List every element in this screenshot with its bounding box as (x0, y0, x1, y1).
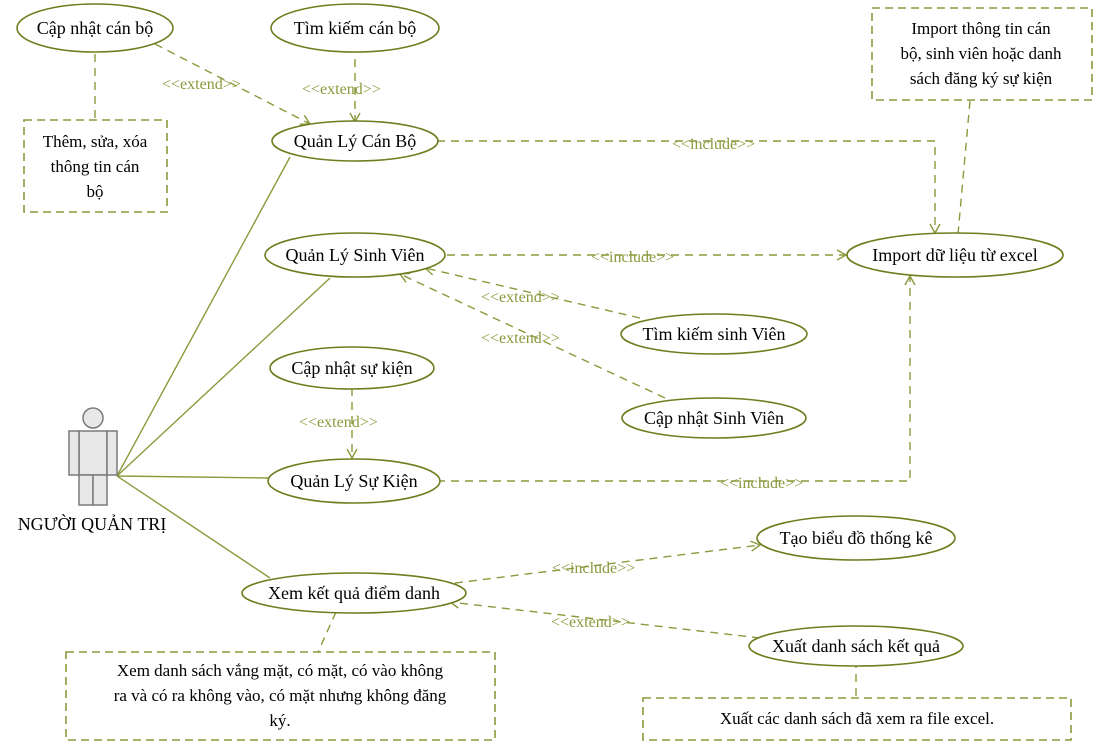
uc-quan-ly-sinh-vien[interactable]: Quản Lý Sinh Viên (264, 232, 446, 278)
note-line: ra và có ra không vào, có mặt nhưng khôn… (114, 686, 447, 705)
extend-cap-nhat-sinh-vien (398, 272, 666, 399)
note-import-info: Import thông tin cán bộ, sinh viên hoặc … (871, 7, 1093, 101)
label-extend-2: <<extend>> (302, 81, 381, 98)
uc-quan-ly-su-kien[interactable]: Quản Lý Sự Kiện (267, 458, 441, 504)
actor-label: NGƯỜI QUẢN TRỊ (18, 513, 167, 534)
extend-xuat-danh-sach (448, 597, 761, 639)
uc-xem-ket-qua[interactable]: Xem kết quả điểm danh (241, 572, 467, 614)
anchor-note-import (957, 100, 971, 235)
label-include-3: <<include>> (720, 475, 803, 492)
uc-cap-nhat-su-kien[interactable]: Cập nhật sự kiện (269, 346, 435, 390)
note-line: Xuất các danh sách đã xem ra file excel. (720, 709, 994, 728)
assoc-quan-ly-can-bo (116, 156, 291, 477)
actor-figure[interactable] (68, 407, 118, 506)
include-su-kien-import (437, 274, 916, 482)
note-line: Xem danh sách vắng mặt, có mặt, có vào k… (117, 661, 444, 680)
note-line: Thêm, sửa, xóa (43, 132, 148, 151)
note-line: sách đăng ký sự kiện (910, 69, 1053, 88)
label-extend-4: <<extend>> (481, 330, 560, 347)
actor-left-leg-icon (78, 474, 94, 506)
uc-import-excel[interactable]: Import dữ liệu từ excel (846, 232, 1064, 278)
actor-right-leg-icon (92, 474, 108, 506)
uc-quan-ly-can-bo[interactable]: Quản Lý Cán Bộ (271, 120, 439, 162)
label-extend-3: <<extend>> (481, 289, 560, 306)
label-include-2: <<include>> (591, 249, 674, 266)
note-line: Import thông tin cán (911, 19, 1051, 38)
note-xuat-cac: Xuất các danh sách đã xem ra file excel. (642, 697, 1072, 741)
uc-cap-nhat-sinh-vien[interactable]: Cập nhật Sinh Viên (621, 397, 807, 439)
uc-label: Tìm kiếm sinh Viên (642, 324, 785, 344)
uc-label: Cập nhật sự kiện (291, 358, 412, 378)
dependency-lines (94, 43, 971, 698)
uc-label: Tạo biểu đồ thống kê (780, 528, 933, 548)
note-them-sua-xoa: Thêm, sửa, xóa thông tin cán bộ (23, 119, 168, 213)
uc-label: Quản Lý Cán Bộ (294, 131, 416, 151)
note-xem-danh-sach: Xem danh sách vắng mặt, có mặt, có vào k… (65, 651, 496, 741)
note-line: thông tin cán (51, 157, 140, 176)
stereotype-labels: <<extend>> <<extend>> <<include>> <<incl… (162, 76, 803, 631)
uc-label: Cập nhật Sinh Viên (644, 408, 784, 428)
assoc-xem-ket-qua (116, 475, 271, 579)
uc-label: Xuất danh sách kết quả (772, 636, 940, 656)
actor-left-arm-icon (68, 430, 80, 476)
assoc-quan-ly-su-kien (116, 475, 271, 479)
label-include-1: <<include>> (672, 136, 755, 153)
uc-cap-nhat-can-bo[interactable]: Cập nhật cán bộ (16, 3, 174, 53)
label-extend-6: <<extend>> (551, 614, 630, 631)
actor-associations (116, 156, 331, 579)
uc-tim-kiem-sinh-vien[interactable]: Tìm kiếm sinh Viên (620, 313, 808, 355)
uc-label: Tìm kiếm cán bộ (294, 18, 416, 38)
uc-label: Xem kết quả điểm danh (268, 583, 440, 603)
label-extend-5: <<extend>> (299, 414, 378, 431)
actor-right-arm-icon (106, 430, 118, 476)
include-xem-bieu-do (454, 540, 762, 584)
note-line: bộ (87, 182, 104, 201)
actor-body-icon (78, 430, 108, 476)
uc-xuat-danh-sach[interactable]: Xuất danh sách kết quả (748, 625, 964, 667)
note-line: bộ, sinh viên hoặc danh (901, 44, 1062, 63)
uc-label: Import dữ liệu từ excel (872, 245, 1037, 265)
uc-tao-bieu-do[interactable]: Tạo biểu đồ thống kê (756, 515, 956, 561)
anchor-note-xem (317, 611, 337, 653)
uc-tim-kiem-can-bo[interactable]: Tìm kiếm cán bộ (270, 3, 440, 53)
extend-tim-kiem-sinh-vien (423, 264, 641, 319)
uc-label: Quản Lý Sự Kiện (290, 471, 417, 491)
extend-cap-nhat-can-bo (154, 43, 312, 126)
note-line: ký. (269, 711, 290, 730)
uc-label: Quản Lý Sinh Viên (285, 245, 424, 265)
uc-label: Cập nhật cán bộ (37, 18, 153, 38)
label-include-4: <<include>> (552, 560, 635, 577)
actor-head-icon (82, 407, 104, 429)
label-extend-1: <<extend>> (162, 76, 241, 93)
include-can-bo-import (437, 140, 941, 235)
assoc-quan-ly-sinh-vien (116, 277, 331, 477)
